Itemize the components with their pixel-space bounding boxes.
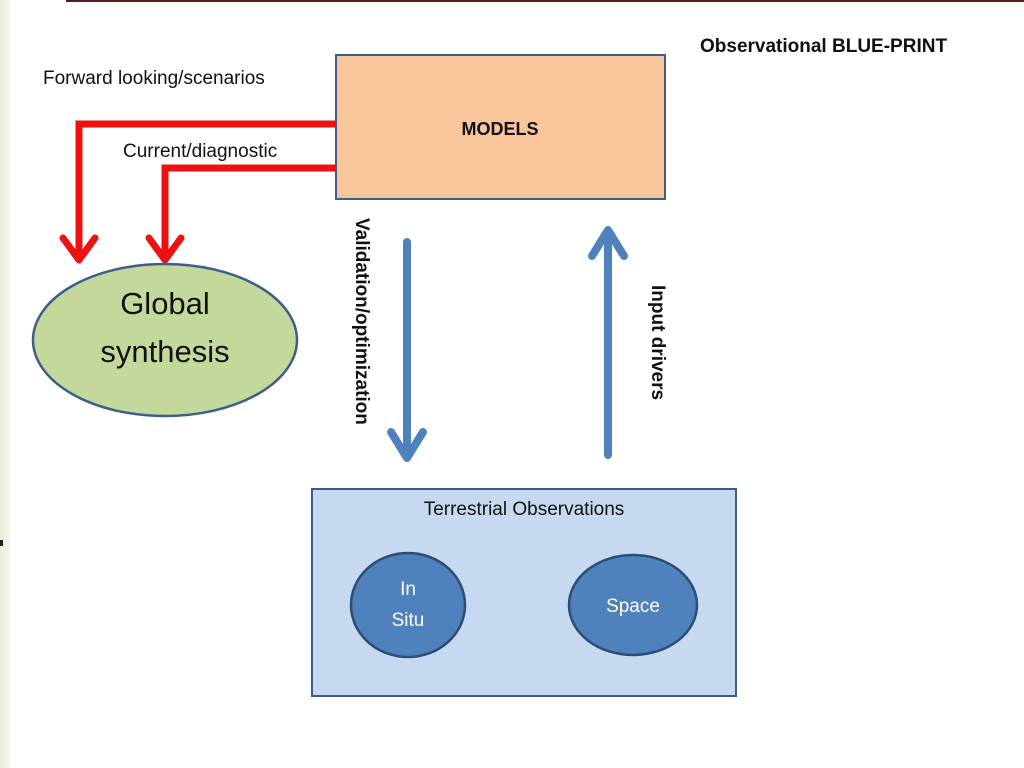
global-synthesis-line2: synthesis bbox=[100, 334, 229, 369]
left-tick-mark bbox=[0, 540, 3, 546]
forward-arrowhead bbox=[59, 234, 99, 264]
space-node bbox=[567, 553, 699, 657]
top-divider bbox=[66, 0, 1024, 2]
validation-arrowhead bbox=[387, 428, 427, 462]
validation-label: Validation/optimization bbox=[351, 218, 372, 425]
forward-label: Forward looking/scenarios bbox=[43, 68, 265, 89]
space-label: Space bbox=[606, 596, 660, 617]
left-decorative-strip bbox=[0, 0, 10, 768]
diagram-title: Observational BLUE-PRINT bbox=[700, 36, 947, 57]
input-label: Input drivers bbox=[647, 285, 668, 400]
current-arrow-line bbox=[161, 164, 336, 255]
input-arrowhead bbox=[588, 226, 628, 260]
current-label: Current/diagnostic bbox=[123, 141, 277, 162]
in-situ-line2: Situ bbox=[392, 610, 425, 631]
models-label: MODELS bbox=[461, 119, 538, 139]
current-arrowhead bbox=[145, 234, 185, 264]
in-situ-line1: In bbox=[400, 579, 416, 600]
global-synthesis-line1: Global bbox=[120, 286, 210, 321]
models-box bbox=[335, 54, 666, 200]
terrestrial-label: Terrestrial Observations bbox=[424, 499, 625, 520]
global-synthesis-ellipse bbox=[31, 262, 299, 418]
in-situ-node bbox=[349, 551, 467, 659]
forward-arrow-line bbox=[75, 120, 336, 255]
